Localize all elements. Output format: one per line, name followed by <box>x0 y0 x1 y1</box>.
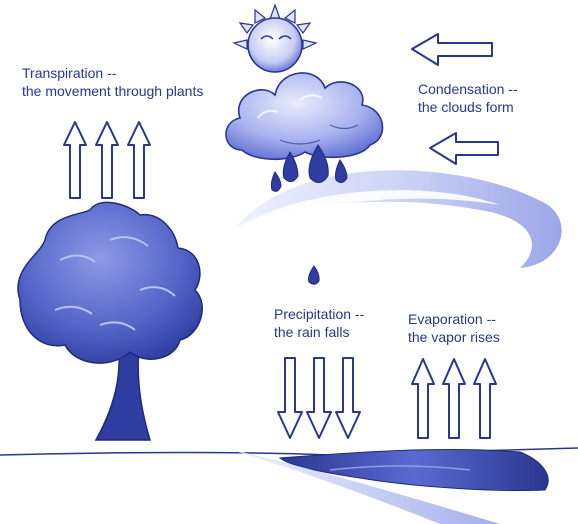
arrow-down-icon <box>335 357 361 439</box>
water-icon <box>278 449 549 491</box>
condensation-description: the clouds form <box>418 99 514 115</box>
sun-icon <box>232 3 318 73</box>
ground-swoosh <box>225 448 500 524</box>
transpiration-title: Transpiration -- <box>22 65 117 81</box>
raindrops <box>270 144 348 285</box>
transpiration-arrows <box>63 121 151 199</box>
precipitation-description: the rain falls <box>274 324 350 340</box>
arrow-up-icon <box>127 121 151 199</box>
tree-icon <box>17 201 203 441</box>
arrow-up-icon <box>442 358 466 439</box>
condensation-title: Condensation -- <box>418 81 518 97</box>
arrow-up-icon <box>473 358 497 439</box>
precipitation-label: Precipitation -- the rain falls <box>274 305 364 341</box>
arrow-left-icon <box>411 33 493 66</box>
swoosh-band <box>230 170 562 268</box>
cloud-icon <box>225 72 384 161</box>
arrow-down-icon <box>306 357 332 439</box>
precipitation-arrows <box>277 357 361 439</box>
transpiration-description: the movement through plants <box>22 83 204 99</box>
arrow-down-icon <box>277 357 303 439</box>
evaporation-label: Evaporation -- the vapor rises <box>408 310 500 346</box>
condensation-label: Condensation -- the clouds form <box>418 80 518 116</box>
arrow-up-icon <box>63 121 87 199</box>
condensation-arrows <box>411 33 499 165</box>
arrow-up-icon <box>95 121 119 199</box>
arrow-up-icon <box>411 358 435 439</box>
evaporation-arrows <box>411 358 497 439</box>
arrow-left-icon <box>429 132 499 165</box>
precipitation-title: Precipitation -- <box>274 306 365 322</box>
transpiration-label: Transpiration -- the movement through pl… <box>22 64 203 100</box>
evaporation-description: the vapor rises <box>408 329 500 345</box>
evaporation-title: Evaporation -- <box>408 311 496 327</box>
